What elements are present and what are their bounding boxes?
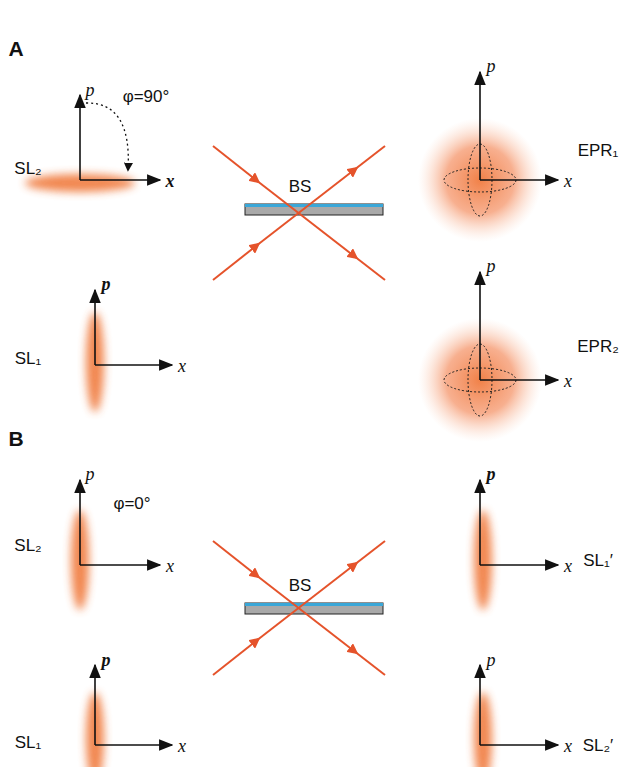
squeezed-state-sl1-b xyxy=(86,665,172,767)
beam-splitter-a xyxy=(245,204,383,215)
component-label: BS xyxy=(289,577,312,594)
axis-label: p xyxy=(86,465,95,483)
axis-label: x xyxy=(178,737,186,755)
phase-label: φ=90° xyxy=(123,88,170,105)
axis-label: x xyxy=(564,557,572,575)
axis-label: p xyxy=(487,57,496,75)
axis-label: p xyxy=(487,651,496,669)
state-label: SL₂ xyxy=(14,537,41,554)
state-label: SL₁′ xyxy=(583,552,613,569)
laser-beams-a xyxy=(213,146,385,280)
axis-label: x xyxy=(564,372,572,390)
state-label: SL₁ xyxy=(15,734,42,751)
state-label: SL₁ xyxy=(15,350,42,367)
axis-label: x xyxy=(564,737,572,755)
panel-letter: A xyxy=(8,38,23,59)
epr-state-1 xyxy=(418,72,558,242)
axis-label: p xyxy=(487,257,496,275)
squeezed-state-sl2-prime xyxy=(474,665,558,767)
axis-label: p xyxy=(487,465,496,483)
beam-splitter-b xyxy=(245,603,383,614)
panel-letter: B xyxy=(8,428,23,449)
axis-label: x xyxy=(564,172,572,190)
axis-label: x xyxy=(166,557,174,575)
state-label: SL₂′ xyxy=(583,737,614,754)
squeezed-state-sl2-b xyxy=(71,480,160,610)
epr-state-2 xyxy=(418,272,558,442)
axis-label: p xyxy=(102,275,111,293)
axis-label: x xyxy=(166,172,175,190)
squeezed-state-sl1-a xyxy=(86,290,172,412)
squeezed-state-sl1-prime xyxy=(474,480,558,610)
state-label: EPR₂ xyxy=(577,338,619,355)
component-label: BS xyxy=(289,178,312,195)
laser-beams-b xyxy=(213,541,385,675)
axis-label: x xyxy=(178,357,186,375)
axis-label: p xyxy=(86,81,95,99)
phase-label: φ=0° xyxy=(113,495,150,512)
axis-label: p xyxy=(102,651,111,669)
state-label: SL₂ xyxy=(14,160,41,177)
squeezed-state-sl2-a xyxy=(25,95,160,192)
state-label: EPR₁ xyxy=(578,142,619,159)
